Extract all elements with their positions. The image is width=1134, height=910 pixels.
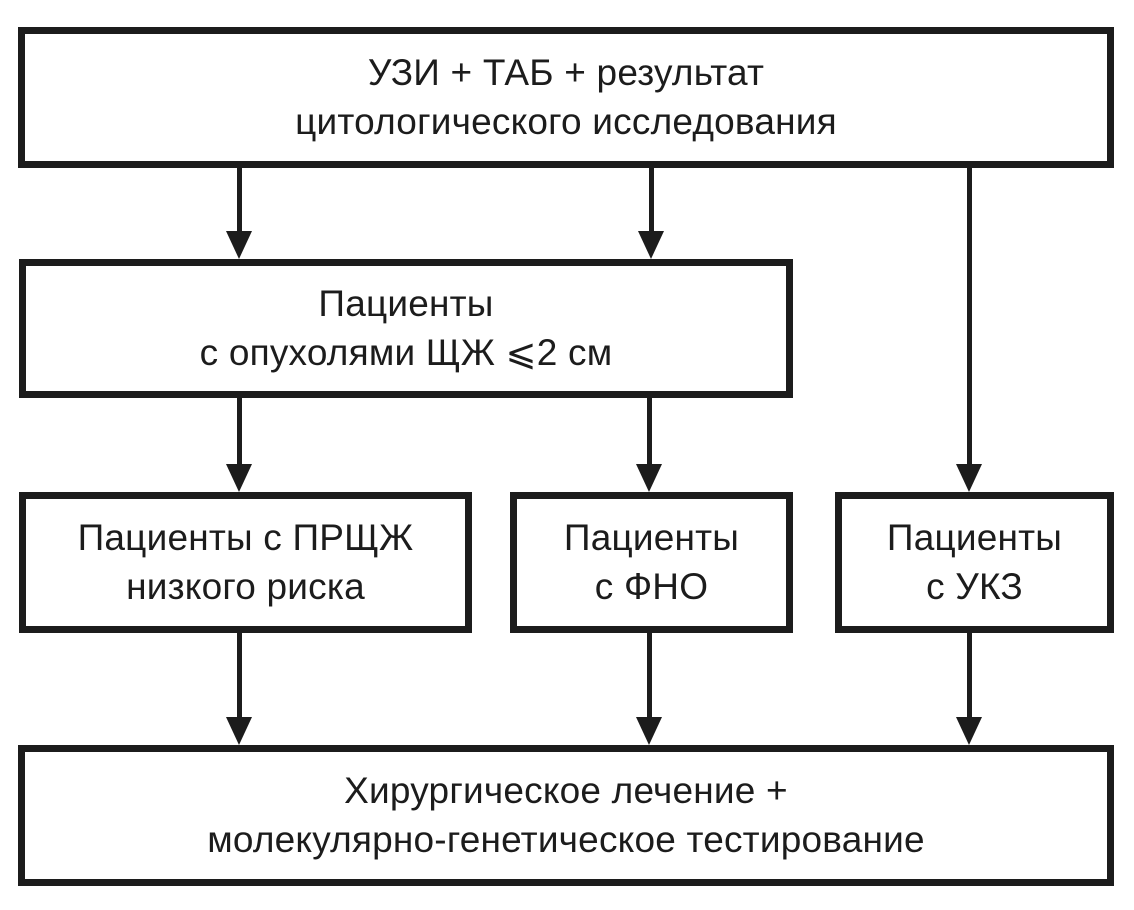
node-text-line: Пациенты — [563, 516, 740, 558]
arrowhead-down-icon — [226, 717, 252, 745]
node-uzi-tab-cytology: УЗИ + ТАБ + результат цитологического ис… — [18, 27, 1114, 168]
node-text-line: Хирургическое лечение + — [344, 769, 788, 811]
arrow-uzi-to-tumors-left — [226, 168, 252, 259]
arrow-shaft — [966, 633, 972, 721]
node-tumors-le-2cm: Пациенты с опухолями ЩЖ ⩽2 см — [19, 259, 793, 398]
arrow-tumors-to-fno — [636, 398, 662, 492]
arrow-shaft — [648, 168, 654, 235]
arrow-ukz-to-treatment — [956, 633, 982, 745]
arrow-tumors-to-lowrisk — [226, 398, 252, 492]
arrow-shaft — [646, 633, 652, 721]
node-fno: Пациенты с ФНО — [510, 492, 793, 633]
node-text-line: с УКЗ — [926, 565, 1023, 607]
node-text-line: цитологического исследования — [295, 100, 837, 142]
arrow-shaft — [646, 398, 652, 468]
node-low-risk-prshzh: Пациенты с ПРЩЖ низкого риска — [19, 492, 472, 633]
arrow-fno-to-treatment — [636, 633, 662, 745]
arrow-uzi-to-ukz — [956, 168, 982, 492]
node-text-line: молекулярно-генетическое тестирование — [207, 818, 925, 860]
arrowhead-down-icon — [638, 231, 664, 259]
arrowhead-down-icon — [956, 464, 982, 492]
node-text-line: низкого риска — [126, 565, 365, 607]
node-text-line: УЗИ + ТАБ + результат — [367, 51, 765, 93]
node-text-line: с ФНО — [594, 565, 709, 607]
arrow-shaft — [236, 168, 242, 235]
node-text-line: с опухолями ЩЖ ⩽2 см — [199, 331, 613, 373]
arrowhead-down-icon — [226, 231, 252, 259]
arrowhead-down-icon — [956, 717, 982, 745]
node-ukz: Пациенты с УКЗ — [835, 492, 1114, 633]
node-text-line: Пациенты — [886, 516, 1063, 558]
arrow-lowrisk-to-treatment — [226, 633, 252, 745]
arrow-shaft — [966, 168, 972, 468]
arrowhead-down-icon — [636, 464, 662, 492]
arrow-shaft — [236, 398, 242, 468]
node-text-line: Пациенты — [318, 282, 494, 324]
node-text-line: Пациенты с ПРЩЖ — [77, 516, 414, 558]
arrowhead-down-icon — [636, 717, 662, 745]
arrow-uzi-to-tumors-center — [638, 168, 664, 259]
node-surgery-genetic-testing: Хирургическое лечение + молекулярно-гене… — [18, 745, 1114, 886]
arrowhead-down-icon — [226, 464, 252, 492]
arrow-shaft — [236, 633, 242, 721]
